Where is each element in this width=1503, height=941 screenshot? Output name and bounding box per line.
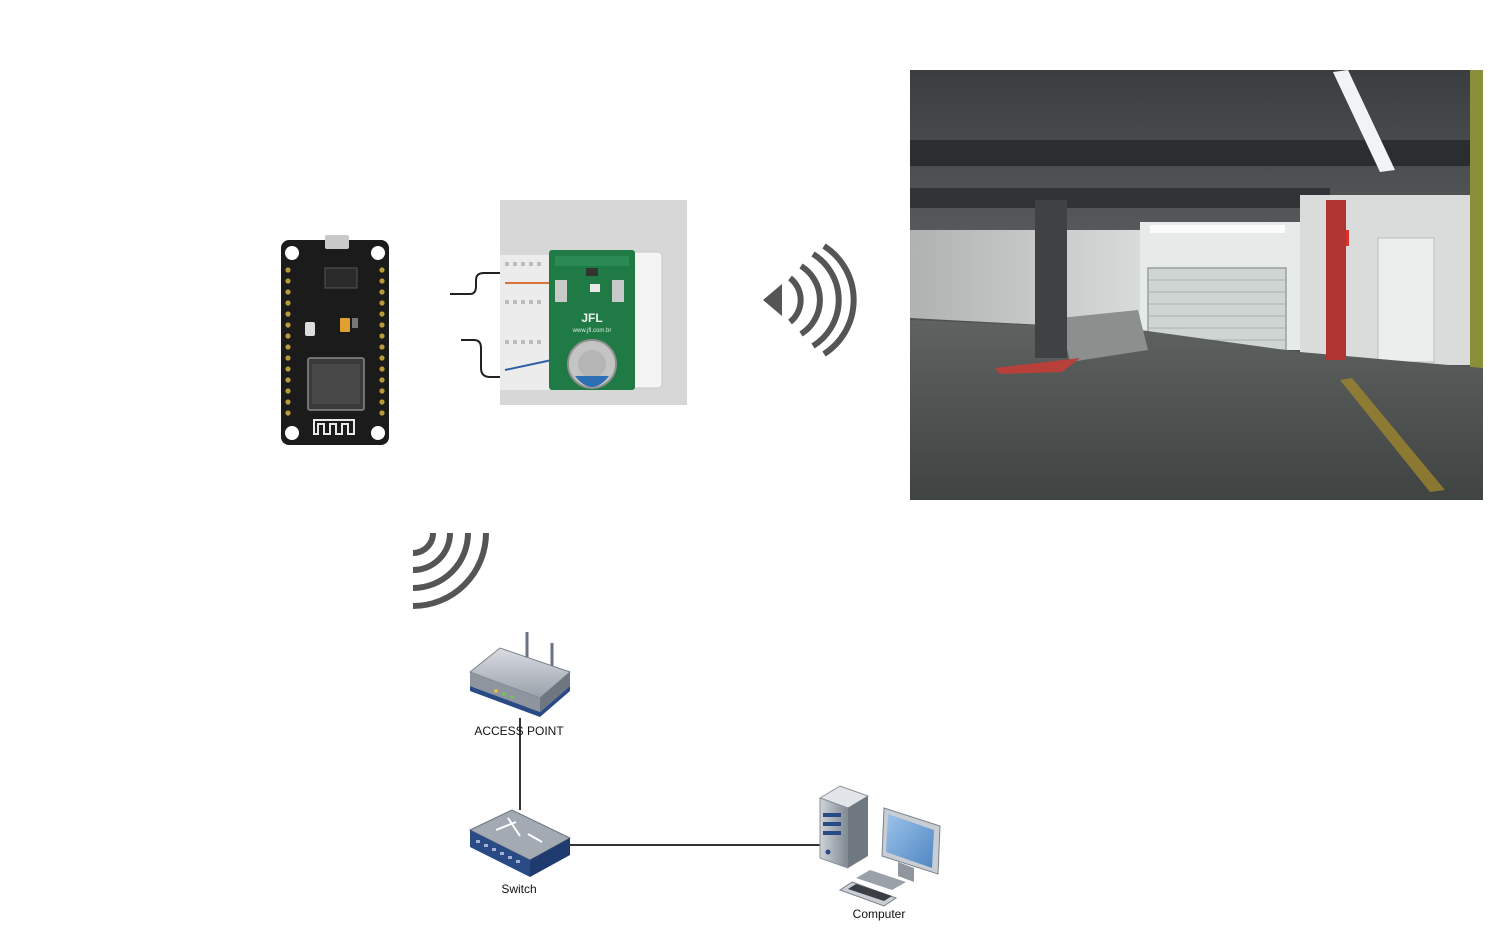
- desktop-computer-icon: [818, 785, 941, 907]
- wifi-signal-icon: [412, 532, 489, 609]
- nodemcu-esp8266-board-icon: [281, 235, 389, 445]
- network-switch-icon: [468, 809, 572, 877]
- wire-top: [450, 272, 505, 295]
- garage-gate-photo: [910, 70, 1483, 500]
- wireless-signal-icon: [763, 243, 857, 357]
- remote-logo: JFL: [581, 311, 602, 325]
- access-point-label: ACCESS POINT: [474, 724, 564, 738]
- remote-url: www.jfl.com.br: [572, 328, 612, 334]
- wire-bottom: [461, 339, 505, 378]
- switch-label: Switch: [501, 882, 536, 896]
- rf-remote-control-board-icon: JFL www.jfl.com.br: [500, 200, 687, 405]
- router-icon: [468, 632, 571, 717]
- computer-label: Computer: [853, 907, 906, 921]
